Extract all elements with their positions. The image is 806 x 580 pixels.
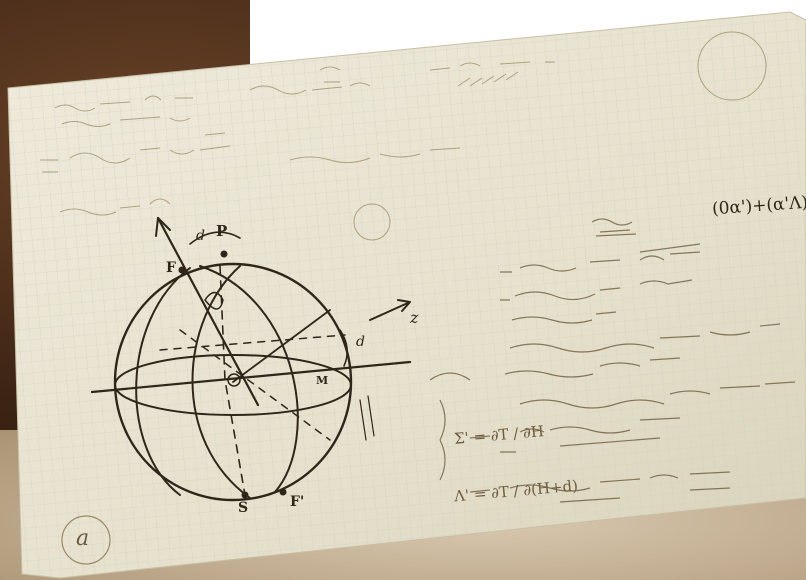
label-M: M bbox=[316, 374, 329, 387]
vertical-hash bbox=[359, 395, 375, 441]
d-arc-top bbox=[189, 231, 241, 245]
label-F: F bbox=[166, 260, 176, 276]
dashed-diagonal bbox=[179, 329, 331, 441]
polar-axis bbox=[156, 216, 260, 407]
faint-formulas bbox=[40, 31, 767, 241]
point-F bbox=[178, 266, 186, 274]
sphere-diagram bbox=[90, 216, 412, 502]
horizontal-axis bbox=[90, 360, 412, 394]
label-d-right: d bbox=[356, 334, 365, 350]
paper-grid bbox=[8, 12, 806, 578]
label-P: P bbox=[216, 222, 228, 240]
point-Fprime bbox=[279, 488, 287, 496]
equator-ellipse bbox=[114, 354, 352, 416]
z-arrow bbox=[369, 299, 411, 321]
right-formulas bbox=[429, 218, 796, 503]
point-S bbox=[241, 491, 249, 499]
meridian-left bbox=[135, 267, 191, 496]
label-Fprime: F' bbox=[290, 494, 305, 510]
label-S: S bbox=[238, 500, 249, 516]
circled-label-ring bbox=[61, 515, 111, 565]
polar-arrowhead bbox=[155, 217, 171, 237]
label-circled-a: a bbox=[76, 526, 90, 551]
radial-line-right bbox=[232, 309, 331, 383]
meridian-front bbox=[191, 265, 251, 499]
label-z: z bbox=[410, 308, 419, 327]
point-P bbox=[220, 250, 228, 258]
small-loop bbox=[204, 291, 224, 310]
dashed-upper bbox=[159, 334, 346, 351]
center-mark bbox=[227, 373, 241, 387]
label-d-top: d bbox=[196, 228, 205, 244]
d-arc-right bbox=[339, 329, 348, 367]
